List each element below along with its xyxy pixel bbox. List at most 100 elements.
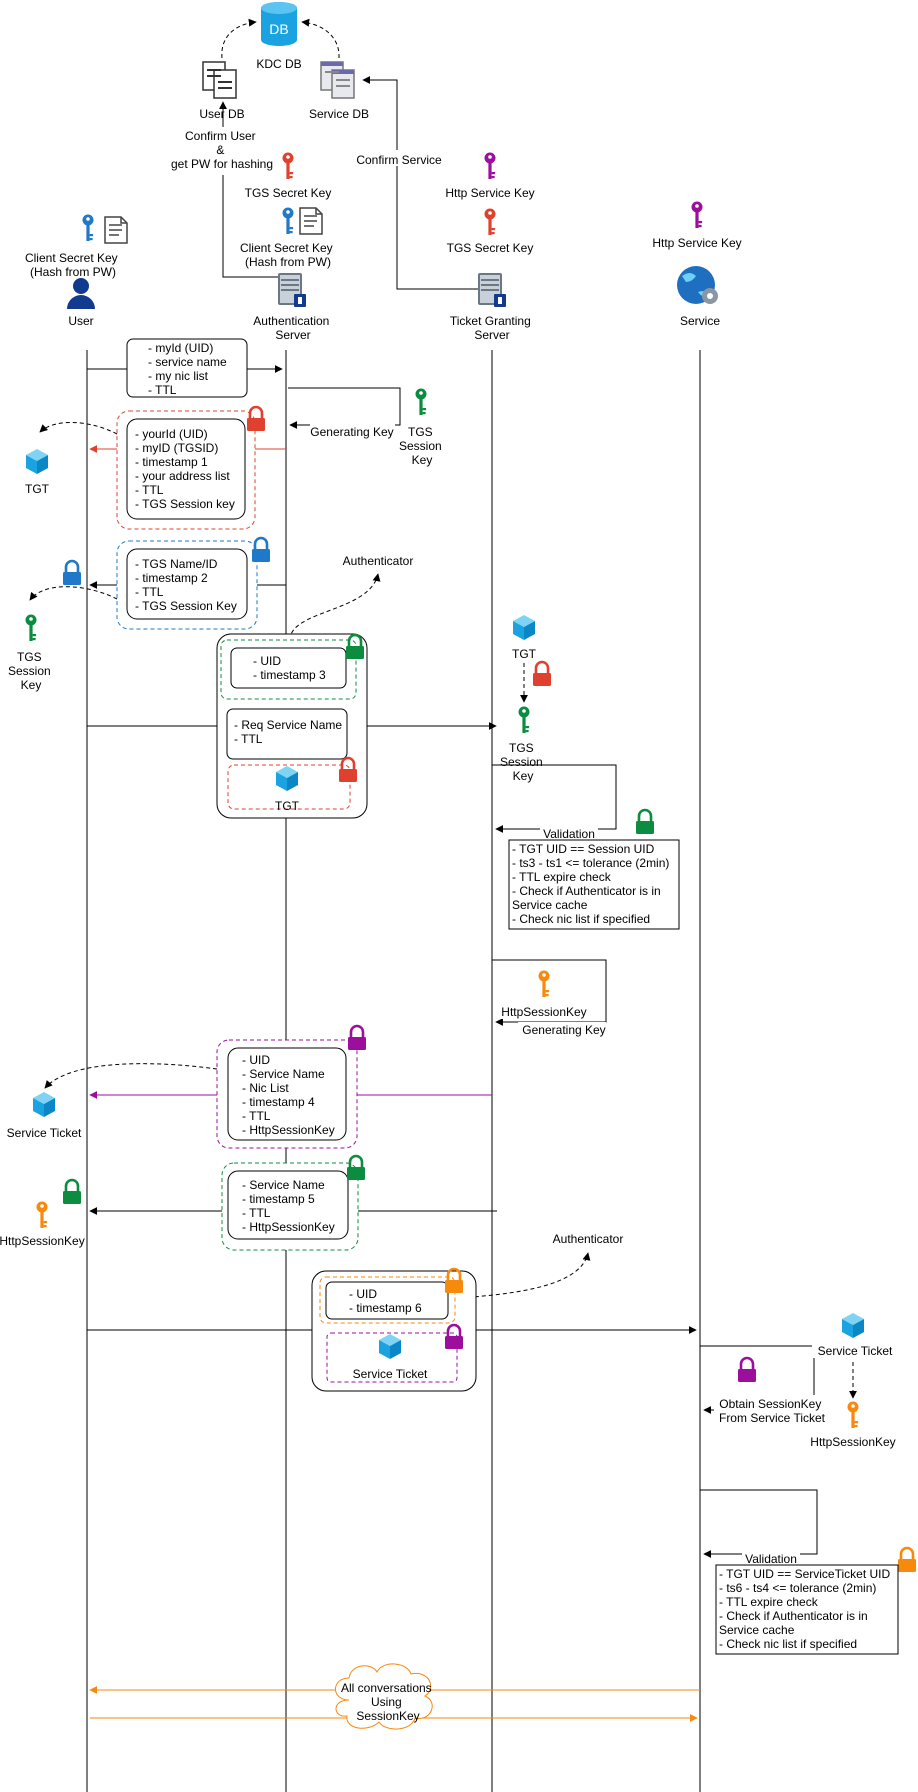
step3-tgt-label: TGT (275, 799, 300, 813)
step4-ticket-lock-icon (346, 1024, 368, 1052)
user-tgs-session-key-label: TGS Session Key (8, 650, 54, 692)
step2-key-lock-icon (250, 536, 272, 564)
step2-tgt-text: - yourId (UID) - myID (TGSID) - timestam… (135, 427, 235, 511)
step5-validation-box (715, 1564, 899, 1655)
step4-key-lock-icon (345, 1154, 367, 1182)
step1-tgs-session-key-icon (415, 388, 427, 415)
user-actor-icon (67, 278, 95, 309)
user-http-session-key-icon (36, 1201, 48, 1228)
step1-request-text: - myId (UID) - service name - my nic lis… (148, 341, 230, 397)
step4-ticket-store-arrow (44, 1063, 218, 1089)
step3-validation-arrow (492, 764, 617, 833)
tgs-tgs-secret-key-label: TGS Secret Key (447, 241, 534, 255)
tgs-tgt-label: TGT (512, 647, 537, 661)
user-tgt-label: TGT (25, 482, 50, 496)
step3-validation-lock-icon (634, 808, 656, 836)
step2-key-box (126, 548, 248, 620)
as-tgs-secret-key-label: TGS Secret Key (245, 186, 332, 200)
svc-http-service-key-icon (691, 201, 703, 228)
final-cloud-text: All conversations Using SessionKey (341, 1681, 435, 1723)
step2-tgt-lock-icon (245, 405, 267, 433)
tgs-tgt-cube-icon (513, 615, 535, 640)
user-actor-label: User (68, 314, 93, 328)
user-http-session-key-label: HttpSessionKey (0, 1234, 85, 1248)
user-client-secret-key-label: Client Secret Key (Hash from PW) (25, 251, 121, 279)
step4-key-text: - Service Name - timestamp 5 - TTL - Htt… (242, 1178, 335, 1234)
step3-authenticator-label: Authenticator (343, 554, 414, 568)
service-actor-label: Service (680, 314, 720, 328)
user-client-doc-icon (104, 216, 128, 244)
tgs-http-service-key-label: Http Service Key (445, 186, 534, 200)
svc-http-service-key-label: Http Service Key (652, 236, 741, 250)
user-service-ticket-label: Service Ticket (7, 1126, 82, 1140)
auth-server-label: Authentication Server (253, 314, 332, 342)
step3-validation-box (508, 839, 680, 930)
tgs-server-label: Ticket Granting Server (450, 314, 534, 342)
service-db-label: Service DB (309, 107, 369, 121)
confirm-user-label: Confirm User & get PW for hashing (171, 129, 273, 171)
tgs-tgt-lock-icon (531, 660, 553, 688)
step3-generating-key-label: Generating Key (522, 1023, 605, 1037)
as-client-key-icon (282, 207, 294, 234)
step3-authenticator-arrow (289, 573, 381, 641)
tgs-server-icon (478, 273, 506, 307)
step3-req-text: - Req Service Name - TTL (234, 718, 345, 746)
user-service-ticket-cube-icon (33, 1092, 55, 1117)
step1-generating-key-arrow (288, 387, 401, 429)
svc-http-session-key-label: HttpSessionKey (810, 1435, 895, 1449)
kdc-db-icon: DB (261, 2, 297, 46)
tgs-session-key-icon (518, 706, 530, 733)
svc-ticket-label: Service Ticket (818, 1344, 893, 1358)
svg-text:DB: DB (269, 21, 288, 37)
confirm-service-label: Confirm Service (356, 153, 442, 167)
step3-authenticator-box (230, 647, 347, 689)
user-db-label: User DB (199, 107, 244, 121)
tgs-http-session-key-icon (538, 970, 550, 997)
kdc-db-label: KDC DB (256, 57, 301, 71)
step5-auth-text: - UID - timestamp 6 (349, 1287, 422, 1315)
step1-tgs-session-key-label: TGS Session Key (399, 425, 445, 467)
step3-req-box (226, 708, 348, 760)
step1-generating-key-label: Generating Key (310, 425, 393, 439)
user-green-lock-icon (61, 1178, 83, 1206)
step5-authenticator-arrow (446, 1252, 591, 1300)
svc-ticket-lock-icon (736, 1356, 758, 1384)
tgs-session-key-label: TGS Session Key (500, 741, 546, 783)
step5-validation-arrow (700, 1489, 818, 1558)
svc-http-session-key-icon (847, 1401, 859, 1428)
step4-key-box (227, 1170, 349, 1240)
step5-validation-text: - TGT UID == ServiceTicket UID - ts6 - t… (719, 1567, 894, 1651)
step2-key-store-arrow (29, 586, 118, 601)
step5-validation-lock-icon (896, 1546, 918, 1574)
step3-validation-label: Validation (543, 827, 595, 841)
user-tgt-cube-icon (26, 449, 48, 474)
tgs-http-service-key-icon (484, 152, 496, 179)
step1-request-box (126, 338, 248, 398)
step5-obtain-label: Obtain SessionKey From Service Ticket (719, 1397, 826, 1425)
step2-key-text: - TGS Name/ID - timestamp 2 - TTL - TGS … (135, 557, 237, 613)
as-client-secret-key-label: Client Secret Key (Hash from PW) (240, 241, 336, 269)
step4-ticket-text: - UID - Service Name - Nic List - timest… (242, 1053, 335, 1137)
user-blue-lock-icon (61, 559, 83, 587)
user-db-to-kdc-arrow (221, 18, 257, 59)
user-db-icon (202, 61, 237, 99)
step4-ticket-box (227, 1047, 347, 1141)
tgs-tgs-secret-key-icon (484, 208, 496, 235)
tgs-http-session-key-label: HttpSessionKey (501, 1005, 586, 1019)
final-cloud (335, 1663, 433, 1730)
user-tgs-session-key-icon (25, 614, 37, 641)
confirm-service-arrow (362, 76, 492, 290)
as-client-doc-icon (299, 207, 323, 235)
step5-auth-box (325, 1281, 449, 1320)
as-tgs-secret-key-icon (282, 152, 294, 179)
step3-validation-text: - TGT UID == Session UID - ts3 - ts1 <= … (512, 842, 673, 926)
step3-authenticator-text: - UID - timestamp 3 (253, 654, 326, 682)
service-db-to-kdc-arrow (301, 18, 340, 59)
step5-validation-label: Validation (745, 1552, 797, 1566)
step2-tgt-box (126, 418, 246, 520)
user-client-key-icon (82, 214, 94, 241)
step2-tgt-store-arrow (39, 422, 118, 435)
service-db-icon (320, 61, 355, 99)
auth-server-icon (278, 273, 306, 307)
